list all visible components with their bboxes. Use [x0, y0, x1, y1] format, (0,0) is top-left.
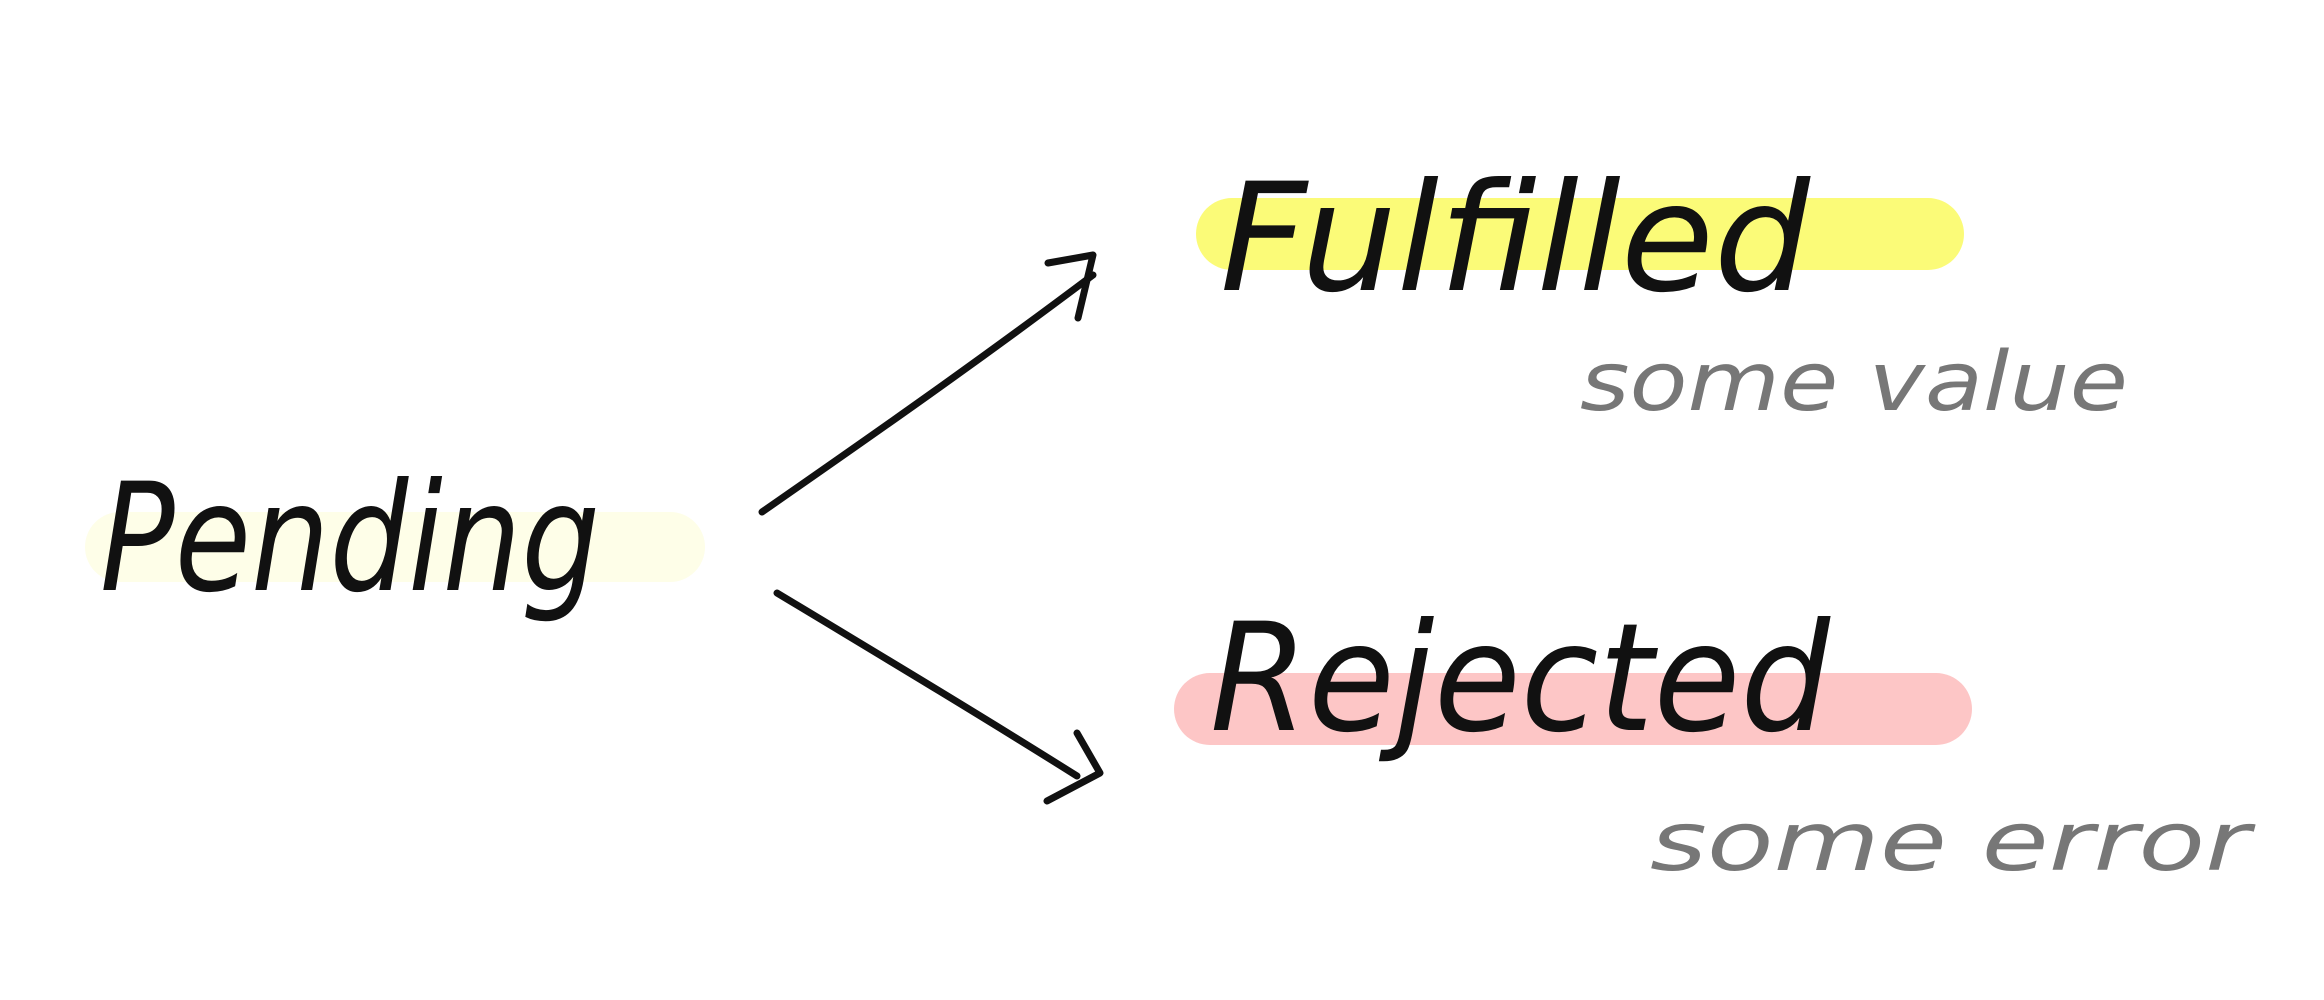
rejected-state: Rejected some error	[1174, 592, 2256, 890]
fulfilled-highlight	[1196, 198, 1964, 270]
rejected-label: Rejected	[1210, 592, 1831, 766]
fulfilled-label: Fulfilled	[1220, 152, 1811, 326]
arrow-to-rejected-head	[1043, 729, 1104, 805]
pending-highlight	[85, 512, 705, 582]
pending-label: Pending	[100, 452, 600, 626]
arrow-to-fulfilled	[758, 251, 1097, 516]
arrow-to-rejected	[773, 589, 1104, 805]
rejected-highlight	[1174, 673, 1972, 745]
arrow-to-fulfilled-shaft	[758, 271, 1097, 516]
arrow-to-rejected-shaft	[773, 589, 1081, 780]
fulfilled-note: some value	[1580, 335, 2128, 430]
rejected-note: some error	[1650, 795, 2256, 890]
pending-state: Pending	[85, 452, 705, 626]
fulfilled-state: Fulfilled some value	[1196, 152, 2128, 430]
arrow-to-fulfilled-head	[1044, 251, 1097, 322]
